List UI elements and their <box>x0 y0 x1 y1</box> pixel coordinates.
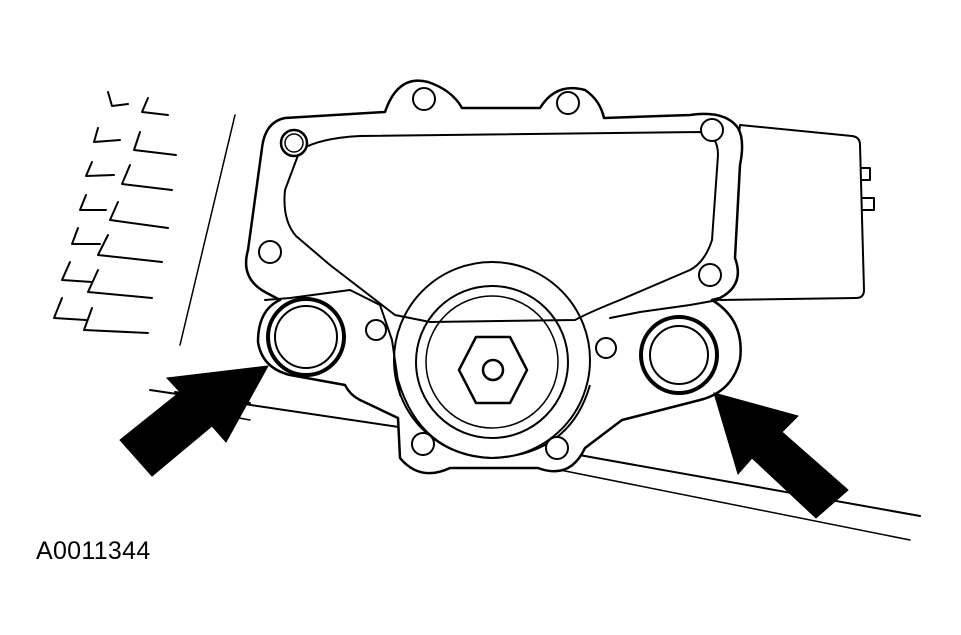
cooling-fins <box>53 91 177 334</box>
pointer-arrows <box>119 365 849 519</box>
locating-pin <box>279 128 309 158</box>
highlighted-o-ring-seals <box>266 297 719 395</box>
bolt-hole <box>545 436 569 460</box>
bolt-hole <box>700 118 724 142</box>
hex-shaft-nut <box>457 335 529 405</box>
left-arrow <box>119 365 269 477</box>
bolt-hole <box>411 432 435 456</box>
connector-housing <box>719 124 875 301</box>
bolt-hole <box>258 240 282 264</box>
bolt-hole <box>698 263 722 287</box>
bolt-hole <box>595 337 617 359</box>
right-arrow <box>713 392 849 519</box>
bolt-hole <box>365 319 387 341</box>
bolt-hole <box>556 91 580 115</box>
bolt-holes <box>258 87 724 460</box>
figure-id-label: A0011344 <box>36 537 151 565</box>
shaft-boss <box>393 261 591 460</box>
bolt-hole <box>412 87 436 111</box>
mounting-plate <box>244 79 744 475</box>
